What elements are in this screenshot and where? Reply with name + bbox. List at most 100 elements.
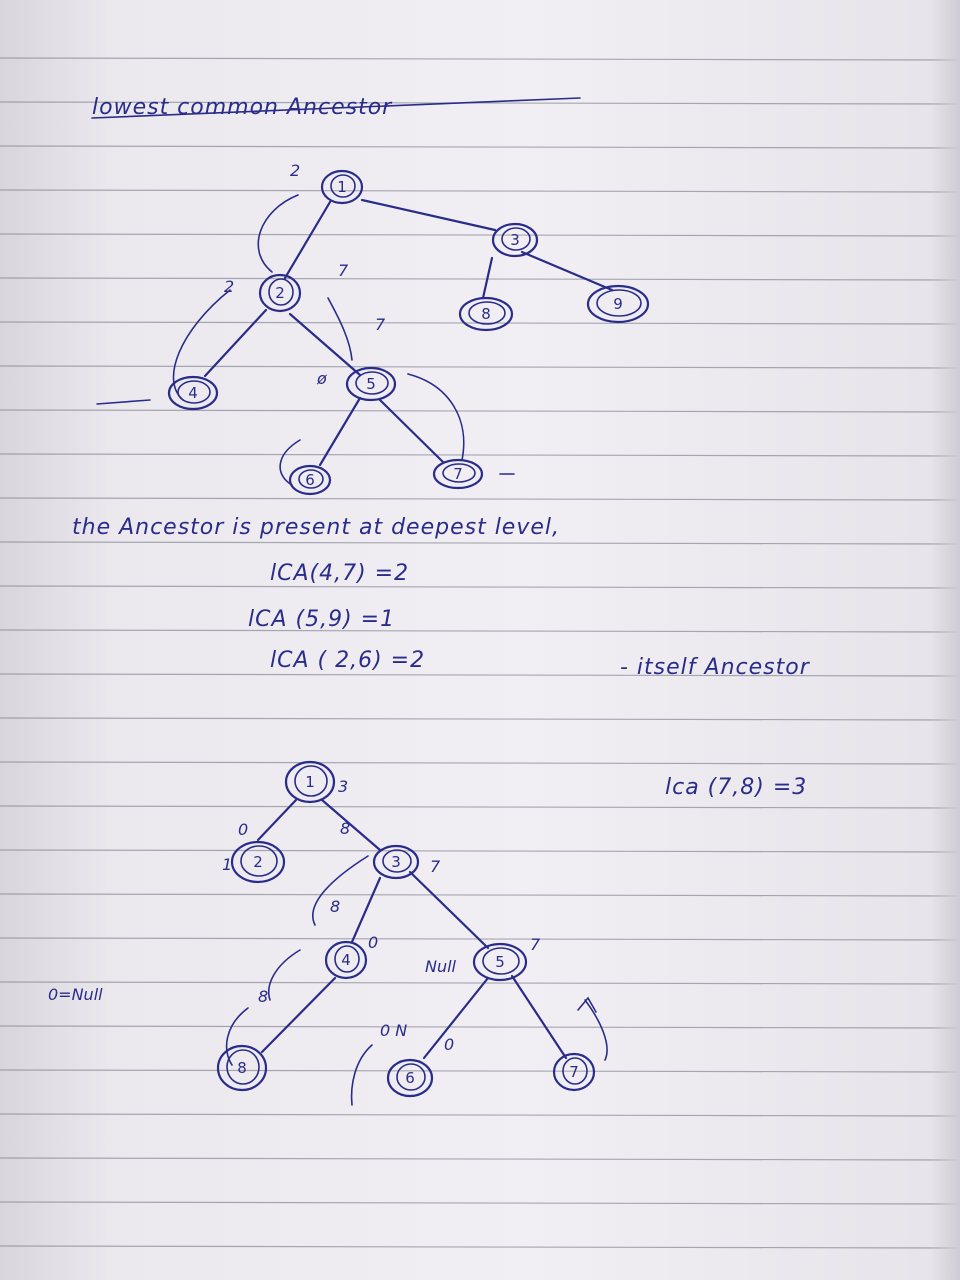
tree1-node-2: 2 [258, 273, 302, 313]
note-line-4-remark: - itself Ancestor [620, 655, 811, 680]
ruled-line [0, 145, 960, 149]
edge2-5-6 [422, 976, 490, 1060]
tree2-node-1: 1 [284, 760, 336, 804]
tree1-node-inner-circle [596, 289, 642, 317]
ruled-line [0, 1025, 960, 1029]
tree1-node-circle [432, 458, 484, 490]
recurse-arrow-2-to-4 [172, 289, 231, 401]
edge-2-5 [288, 312, 362, 377]
edge2-4-8 [260, 976, 337, 1054]
anno2-n4-zero: 0 [368, 933, 378, 952]
anno-return-2: 2 [290, 161, 300, 180]
tree1-node-label: 5 [366, 375, 376, 393]
anno2-left-null: 0=Null [48, 985, 103, 1004]
edge2-1-3 [320, 798, 382, 852]
edge-5-6 [318, 396, 362, 467]
tree1-node-5: 5 [345, 366, 397, 402]
tree2-node-label: 8 [237, 1059, 247, 1077]
anno2-n3-val: 7 [430, 857, 441, 876]
arrow-head-up [577, 996, 597, 1013]
ruled-line [0, 585, 960, 589]
tree2-node-6: 6 [386, 1058, 434, 1098]
edge-2-4 [203, 308, 268, 378]
edge-5-7 [378, 398, 445, 464]
tree2-node-label: 4 [341, 951, 351, 969]
tree2-node-label: 2 [253, 853, 263, 871]
tree1-node-inner-circle [268, 278, 294, 306]
tree1-node-label: 1 [337, 178, 347, 196]
ruled-line [0, 717, 960, 721]
edge-3-8 [481, 256, 494, 300]
edge-1-2 [283, 200, 332, 280]
tree1-node-inner-circle [468, 301, 506, 325]
note-line-4: lCA ( 2,6) =2 [270, 648, 425, 673]
edge2-5-7 [510, 974, 568, 1060]
note-line-1: the Ancestor is present at deepest level… [72, 515, 560, 540]
tree1-node-9: 9 [586, 284, 650, 324]
return-arrow-7-to-5 [584, 999, 608, 1061]
anno2-n5-val: 7 [530, 935, 541, 954]
tree1-node-label: 6 [305, 471, 315, 489]
ruled-line [0, 629, 960, 633]
tree1-node-circle [320, 169, 364, 205]
edge-3-9 [520, 250, 614, 292]
ruled-line [0, 57, 960, 61]
tree2-label: lca (7,8) =3 [665, 775, 807, 800]
tree1-node-circle [458, 296, 514, 332]
tree2-node-label: 7 [569, 1063, 579, 1081]
tree2-node-inner-circle [334, 945, 360, 973]
tree2-node-circle [372, 844, 420, 880]
tree1-node-circle [288, 464, 332, 496]
tree2-node-circle [230, 840, 286, 884]
tree2-node-label: 1 [305, 773, 315, 791]
ruled-line [0, 805, 960, 809]
tree2-node-label: 5 [495, 953, 505, 971]
tree2-node-7: 7 [552, 1052, 596, 1092]
ruled-line [0, 1245, 960, 1249]
note-line-2: lCA(4,7) =2 [270, 561, 409, 586]
tree1-node-inner-circle [330, 174, 356, 198]
tree2-node-inner-circle [294, 765, 328, 797]
anno2-n6-zero: 0 [444, 1035, 454, 1054]
ruled-line [0, 497, 960, 501]
ruled-line [0, 1069, 960, 1073]
notes-block: the Ancestor is present at deepest level… [72, 515, 811, 680]
recurse-arrow-6 [350, 1044, 373, 1106]
ruled-line [0, 541, 960, 545]
ruled-line [0, 365, 960, 369]
ruled-line [0, 1157, 960, 1161]
recurse-arrow-8 [225, 1007, 249, 1066]
tree2-node-circle [216, 1044, 268, 1092]
ruled-line [0, 849, 960, 853]
tree1-node-label: 7 [453, 465, 463, 483]
anno2-ret-8b: 8 [330, 897, 340, 916]
tree2-node-8: 8 [216, 1044, 268, 1092]
tree1-node-inner-circle [442, 463, 476, 483]
tree1-node-circle [167, 375, 219, 411]
ruled-line [0, 1113, 960, 1117]
tree1-node-circle [491, 222, 539, 258]
anno-seven-1: 7 [338, 261, 349, 280]
tree2-node-circle [472, 942, 528, 982]
ruled-line [0, 761, 960, 765]
ruled-line [0, 673, 960, 677]
title-underline [91, 97, 581, 119]
recurse-arrow-5-to-7 [407, 373, 465, 461]
note-line-3: lCA (5,9) =1 [248, 607, 395, 632]
tree1-node-6: 6 [288, 464, 332, 496]
dash-left-of-4 [96, 399, 151, 405]
anno2-n1-val: 3 [338, 777, 348, 796]
tree2-node-3: 3 [372, 844, 420, 880]
ruled-line [0, 189, 960, 193]
anno2-n5-null: Null [425, 957, 457, 976]
tree2-node-4: 4 [324, 940, 368, 980]
anno2-n6-on: 0 N [380, 1021, 407, 1040]
tree2-node-inner-circle [226, 1049, 260, 1085]
tree1-node-4: 4 [167, 375, 219, 411]
tree1-node-circle [345, 366, 397, 402]
ruled-line [0, 233, 960, 237]
tree2-node-circle [284, 760, 336, 804]
edge-1-3 [360, 198, 497, 232]
